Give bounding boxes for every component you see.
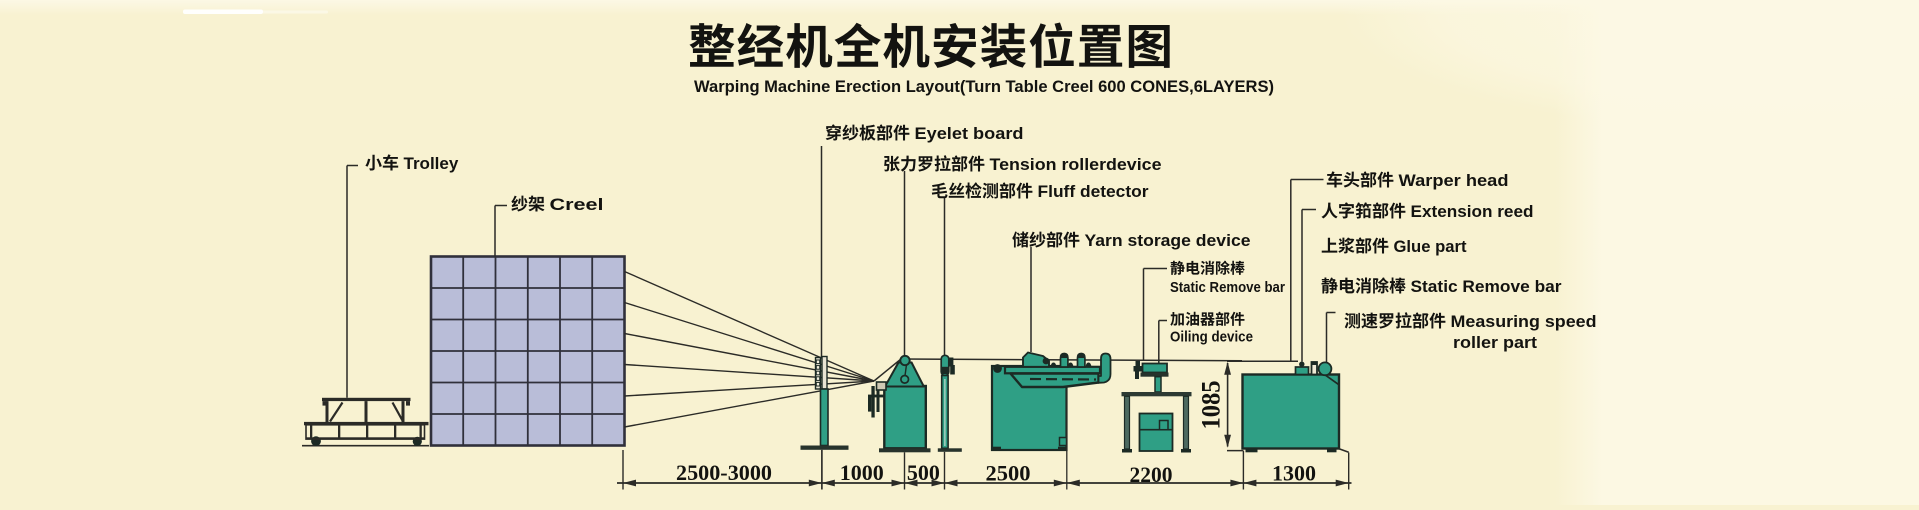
svg-text:Glue part: Glue part	[1394, 237, 1467, 256]
svg-text:Warping Machine Erection Layou: Warping Machine Erection Layout(Turn Tab…	[694, 77, 1274, 96]
svg-text:Trolley: Trolley	[404, 154, 459, 173]
svg-text:Warper head: Warper head	[1399, 171, 1509, 190]
svg-text:1085: 1085	[1197, 381, 1226, 430]
svg-text:Measuring speed: Measuring speed	[1451, 312, 1597, 331]
svg-text:Yarn storage device: Yarn storage device	[1085, 231, 1251, 250]
svg-text:Tension rollerdevice: Tension rollerdevice	[990, 155, 1162, 174]
svg-text:500: 500	[907, 460, 940, 485]
svg-text:Static Remove bar: Static Remove bar	[1170, 279, 1285, 296]
svg-text:Static Remove bar: Static Remove bar	[1411, 277, 1562, 296]
svg-text:Oiling device: Oiling device	[1170, 329, 1253, 346]
svg-text:Creel: Creel	[550, 195, 604, 214]
svg-text:2500: 2500	[986, 461, 1031, 486]
svg-text:1300: 1300	[1272, 461, 1316, 486]
svg-text:Extension reed: Extension reed	[1411, 202, 1534, 221]
svg-text:1000: 1000	[840, 460, 884, 485]
svg-text:Fluff detector: Fluff detector	[1038, 182, 1149, 201]
svg-text:roller part: roller part	[1453, 333, 1537, 352]
svg-text:Eyelet board: Eyelet board	[915, 124, 1024, 143]
svg-text:2500-3000: 2500-3000	[676, 460, 772, 485]
svg-text:2200: 2200	[1130, 462, 1173, 487]
